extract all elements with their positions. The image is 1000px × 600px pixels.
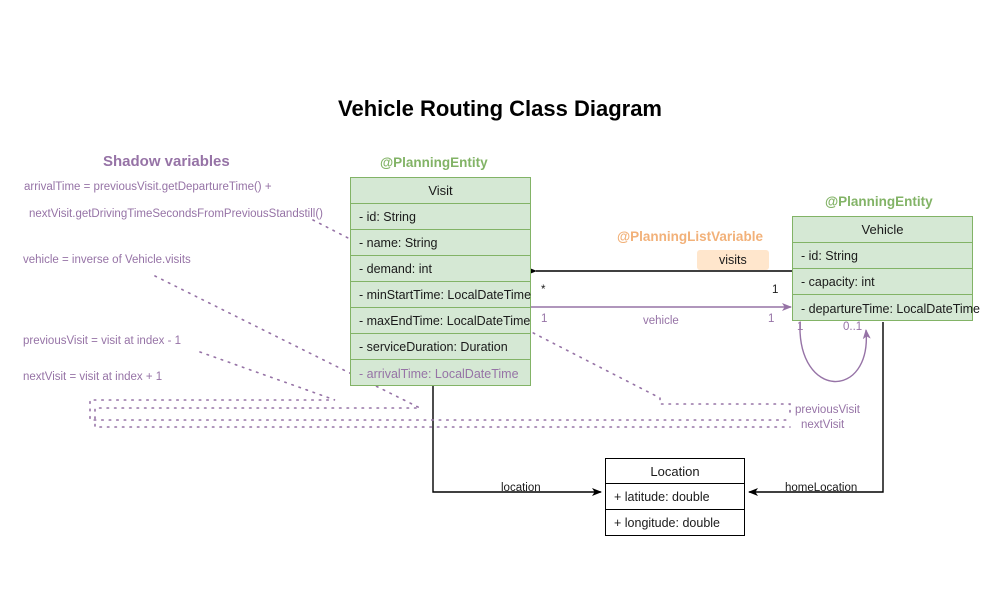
self-loop-multiplicity-left: 1: [797, 321, 804, 333]
vehicle-attribute-departuretime: - departureTime: LocalDateTime: [801, 301, 981, 316]
visit-attribute-demand: - demand: int: [351, 256, 530, 282]
visit-attribute-arrivaltime: - arrivalTime: LocalDateTime: [359, 366, 519, 381]
visit-attribute-id: - id: String: [351, 204, 530, 230]
visit-attribute-name: - name: String: [351, 230, 530, 256]
shadow-variables-heading: Shadow variables: [103, 153, 230, 170]
home-location-relation-label: homeLocation: [785, 482, 858, 494]
shadow-variable-line-arrivaltime-2: nextVisit.getDrivingTimeSecondsFromPrevi…: [29, 208, 323, 220]
class-box-vehicle[interactable]: Vehicle - id: String - capacity: int - d…: [792, 216, 981, 321]
shadow-variable-line-arrivaltime-1: arrivalTime = previousVisit.getDeparture…: [24, 181, 272, 193]
self-loop-multiplicity-right: 0..1: [843, 321, 863, 333]
shadow-variable-line-vehicle: vehicle = inverse of Vehicle.visits: [23, 254, 191, 266]
vehicle-attribute-id: - id: String: [793, 243, 972, 269]
location-relation-label: location: [501, 482, 541, 494]
visit-stereotype: @PlanningEntity: [380, 155, 488, 170]
next-visit-label: nextVisit: [801, 419, 845, 431]
vehicle-stereotype: @PlanningEntity: [825, 194, 933, 209]
visit-attribute-maxendtime: - maxEndTime: LocalDateTime: [351, 308, 530, 334]
vehicle-multiplicity-source: 1: [541, 313, 548, 325]
edge-location: [432, 386, 602, 496]
vehicle-class-name: Vehicle: [793, 217, 972, 243]
class-box-location[interactable]: Location + latitude: double + longitude:…: [605, 458, 745, 536]
vehicle-relation-label: vehicle: [643, 315, 679, 327]
visit-attribute-serviceduration: - serviceDuration: Duration: [351, 334, 530, 360]
class-box-visit[interactable]: Visit - id: String - name: String - dema…: [350, 177, 531, 386]
visit-class-name: Visit: [351, 178, 530, 204]
location-attribute-latitude: + latitude: double: [606, 484, 744, 510]
visits-relation-label: visits: [697, 250, 769, 270]
previous-visit-label: previousVisit: [795, 404, 860, 416]
page-title: Vehicle Routing Class Diagram: [338, 96, 662, 121]
visits-multiplicity-source: *: [541, 284, 546, 296]
vehicle-multiplicity-target: 1: [768, 313, 775, 325]
location-class-name: Location: [606, 459, 744, 484]
shadow-variable-line-nextvisit: nextVisit = visit at index + 1: [23, 371, 163, 383]
location-attribute-longitude: + longitude: double: [606, 510, 744, 536]
shadow-variable-line-previousvisit: previousVisit = visit at index - 1: [23, 335, 181, 347]
visit-attribute-minstarttime: - minStartTime: LocalDateTime: [351, 282, 531, 308]
vehicle-attribute-capacity: - capacity: int: [793, 269, 972, 295]
visits-multiplicity-target: 1: [772, 284, 779, 296]
planning-list-variable-stereotype: @PlanningListVariable: [617, 229, 763, 244]
